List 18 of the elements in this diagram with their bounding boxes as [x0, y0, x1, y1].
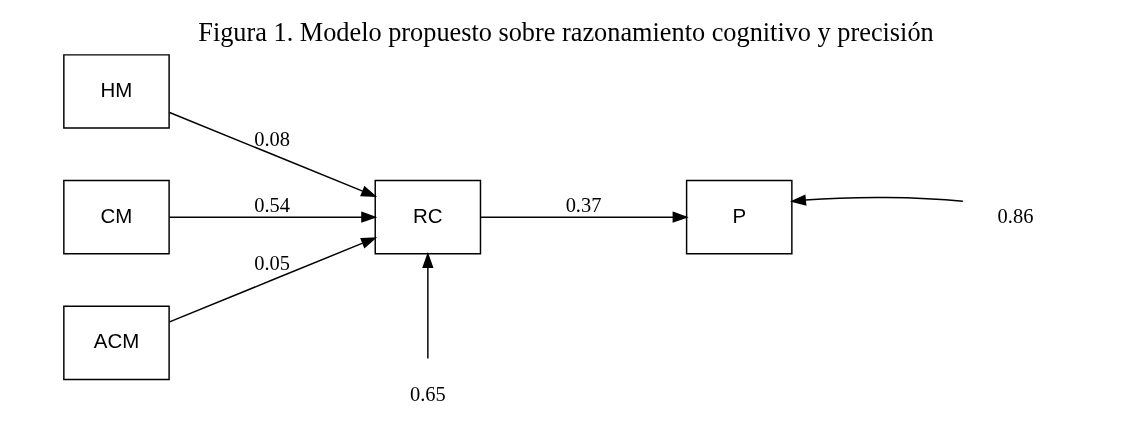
arrow	[168, 111, 377, 198]
node-text: 0.65	[409, 382, 446, 405]
arrow	[168, 211, 377, 223]
arrow	[479, 211, 689, 223]
node-box: RC	[374, 179, 481, 255]
node-box: P	[685, 179, 793, 255]
diagram-title: Figura 1. Modelo propuesto sobre razonamiento cognitivo y precisión	[197, 17, 934, 47]
node-box: HM	[62, 54, 170, 129]
edge-label: 0.54	[253, 193, 290, 216]
node-text: 0.86	[997, 204, 1033, 227]
arrow	[168, 237, 377, 323]
edge-label: 0.08	[253, 127, 290, 150]
arrow	[421, 251, 433, 360]
edge-label: 0.37	[565, 193, 601, 216]
node-box: CM	[62, 179, 170, 255]
edge-label: 0.05	[253, 252, 290, 275]
node-box: ACM	[62, 305, 170, 381]
arrow	[789, 194, 964, 206]
